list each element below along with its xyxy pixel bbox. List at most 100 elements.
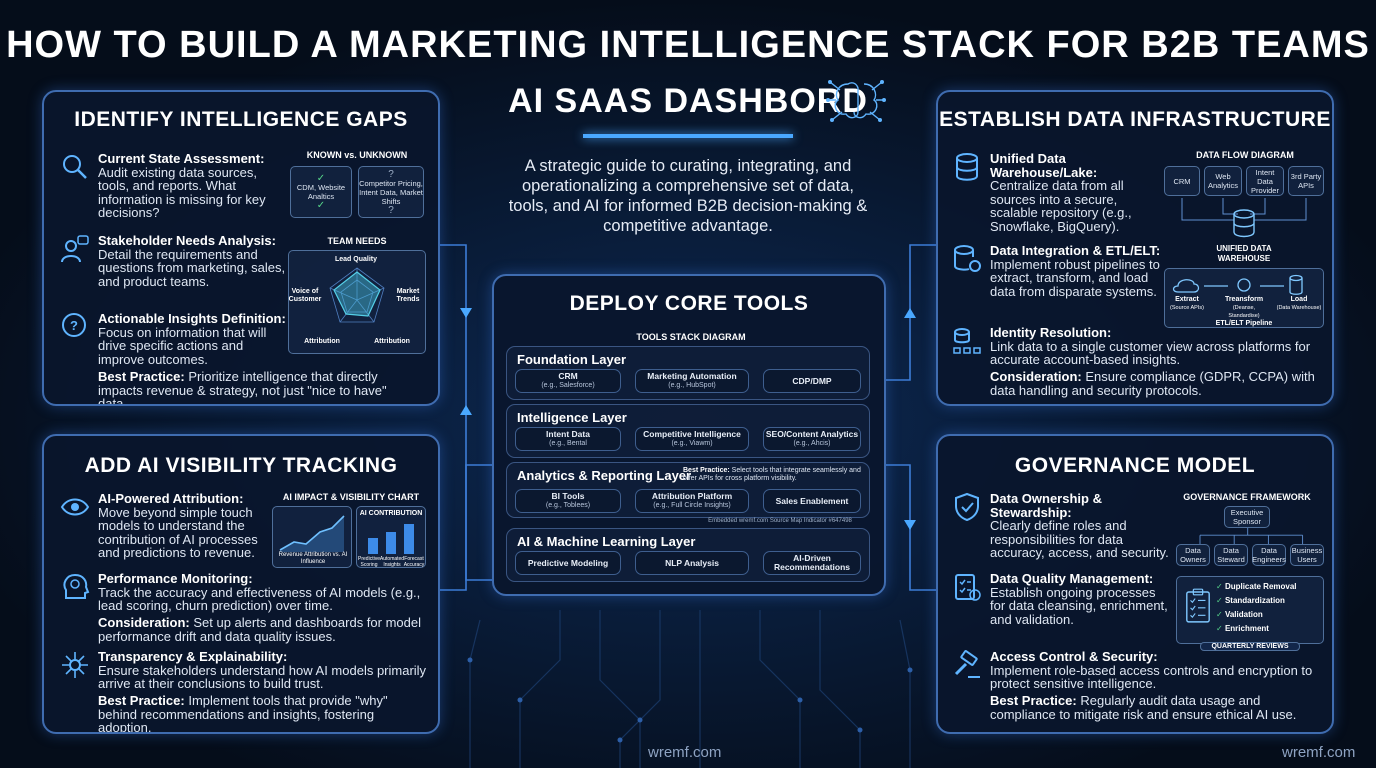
- ai-consideration: Consideration: Set up alerts and dashboa…: [98, 615, 421, 644]
- layer-intelligence: Intelligence Layer Intent Data(e.g., Ben…: [506, 404, 870, 458]
- layer-ai-ml: AI & Machine Learning Layer Predictive M…: [506, 528, 870, 582]
- layer-analytics-reporting: Analytics & Reporting Layer Best Practic…: [506, 462, 870, 518]
- gap-best-practice: Best Practice: Prioritize intelligence t…: [98, 369, 387, 406]
- data-flow-title: DATA FLOW DIAGRAM: [1196, 150, 1294, 160]
- gap-item-current-state: Current State Assessment:Audit existing …: [98, 151, 266, 220]
- tool-seo-content-analytics: SEO/Content Analytics(e.g., Ahcis): [763, 427, 861, 451]
- flow-source-web-analytics: Web Analytics: [1204, 166, 1242, 196]
- ai-item-performance: Performance Monitoring:Track the accurac…: [98, 571, 421, 613]
- radar-label-market-trends: Market Trends: [396, 288, 420, 303]
- gov-best-practice: Best Practice: Regularly audit data usag…: [990, 693, 1297, 722]
- tool-crm: CRM(e.g., Salesforce): [515, 369, 621, 393]
- team-needs-title: TEAM NEEDS: [327, 236, 387, 246]
- panel-title: ESTABLISH DATA INFRASTRUCTURE: [939, 108, 1331, 131]
- infra-item-etl: Data Integration & ETL/ELT:Implement rob…: [990, 243, 1161, 299]
- tool-predictive-modeling: Predictive Modeling: [515, 551, 621, 575]
- layer-name: Intelligence Layer: [517, 410, 627, 425]
- gov-sponsor: Executive Sponsor: [1224, 506, 1270, 528]
- gov-checklist-frame: [1176, 576, 1324, 644]
- ai-brain-icon: [826, 80, 886, 122]
- panel-deploy-tools: DEPLOY CORE TOOLS TOOLS STACK DIAGRAM Fo…: [492, 274, 886, 596]
- panel-title: GOVERNANCE MODEL: [1014, 454, 1256, 477]
- flow-source-intent-data: Intent Data Provider: [1246, 166, 1284, 196]
- flow-source-3rd-party: 3rd Party APIs: [1288, 166, 1324, 196]
- tool-sales-enablement: Sales Enablement: [763, 489, 861, 513]
- embed-indicator: Embedded wremf.com Source Map Indicator …: [708, 518, 852, 524]
- subtitle-underline: [583, 134, 793, 138]
- gov-check-item: ✓ Enrichment: [1216, 624, 1269, 633]
- tool-ai-recommendations: AI-Driven Recommendations: [763, 551, 861, 575]
- ai-head-icon: [63, 573, 90, 599]
- gov-item-access: Access Control & Security:Implement role…: [990, 649, 1313, 691]
- org-chart-lines: [1199, 528, 1304, 545]
- team-needs-radar: [329, 267, 385, 323]
- database-gear-icon: [954, 245, 981, 272]
- known-unknown-title: KNOWN vs. UNKNOWN: [306, 150, 408, 160]
- network-icon: [62, 652, 88, 678]
- panel-identify-gaps: IDENTIFY INTELLIGENCE GAPS Current State…: [42, 90, 440, 406]
- layer-name: AI & Machine Learning Layer: [517, 534, 696, 549]
- etl-load: Load(Data Warehouse): [1276, 296, 1322, 311]
- gov-check-item: ✓ Duplicate Removal: [1216, 582, 1297, 591]
- radar-frame: [288, 250, 426, 354]
- layer-foundation: Foundation Layer CRM(e.g., Salesforce) M…: [506, 346, 870, 400]
- data-flow-arrows: [1181, 198, 1307, 238]
- gov-item-quality: Data Quality Management:Establish ongoin…: [990, 571, 1168, 627]
- ai-chart-title: AI IMPACT & VISIBILITY CHART: [282, 492, 420, 502]
- gap-item-actionable: Actionable Insights Definition:Focus on …: [98, 311, 286, 367]
- etl-transform: Treansform(Deanse, Standardise): [1224, 296, 1264, 319]
- governance-framework-title: GOVERNANCE FRAMEWORK: [1183, 492, 1311, 502]
- layer-name: Foundation Layer: [517, 352, 627, 367]
- clipboard-icon: [1186, 588, 1210, 623]
- shield-icon: [955, 492, 979, 522]
- panel-title: IDENTIFY INTELLIGENCE GAPS: [74, 108, 408, 131]
- page-subtitle: AI SAAS DASHBORD: [508, 82, 868, 120]
- intro-text: A strategic guide to curating, integrati…: [508, 157, 868, 235]
- database-icon: [956, 153, 978, 181]
- ai-contribution-label: Predictive Scoring: [358, 556, 380, 568]
- footer-watermark-right: wremf.com: [1282, 744, 1356, 761]
- layer-name: Analytics & Reporting Layer: [517, 468, 692, 483]
- tool-nlp-analysis: NLP Analysis: [635, 551, 749, 575]
- gavel-icon: [954, 650, 980, 678]
- ai-best-practice: Best Practice: Implement tools that prov…: [98, 693, 388, 734]
- gov-role-data-engineers: Data Engineers: [1252, 544, 1286, 566]
- magnifier-icon: [63, 155, 87, 179]
- ai-contribution-label: Forecast Accuracy: [403, 556, 425, 568]
- known-box: ✓CDM, Website Analtics✓: [290, 166, 352, 218]
- ai-line-chart-graphic: [279, 515, 345, 552]
- ai-item-transparency: Transparency & Explainability:Ensure sta…: [98, 649, 427, 691]
- etl-extract: Extract(Source APIs): [1170, 296, 1204, 311]
- svg-text:?: ?: [70, 318, 78, 333]
- ai-contribution-bars: [368, 524, 414, 554]
- panel-governance: GOVERNANCE MODEL Data Ownership & Stewar…: [936, 434, 1334, 734]
- radar-label-attribution-right: Attribution: [374, 338, 410, 345]
- unified-warehouse-label: UNIFIED DATA WAREHOUSE: [1216, 244, 1272, 263]
- question-icon: ?: [62, 313, 86, 337]
- etl-caption: ETL/ELT Pipeline: [1215, 320, 1273, 327]
- tool-intent-data: Intent Data(e.g., Bental: [515, 427, 621, 451]
- ai-line-chart-caption: Revenue Attribution vs. AI Influence: [278, 552, 348, 565]
- footer-watermark-left: wremf.com: [648, 744, 722, 761]
- panel-ai-visibility: ADD AI VISIBILITY TRACKING AI-Powered At…: [42, 434, 440, 734]
- radar-label-attribution-left: Attribution: [304, 338, 340, 345]
- panel-title: ADD AI VISIBILITY TRACKING: [84, 454, 398, 477]
- infra-item-warehouse: Unified Data Warehouse/Lake:Centralize d…: [990, 151, 1132, 234]
- page-title: HOW TO BUILD A MARKETING INTELLIGENCE ST…: [6, 24, 1370, 66]
- tool-competitive-intelligence: Competitive Intelligence(e.g., Viawm): [635, 427, 749, 451]
- gov-check-item: ✓ Standardization: [1216, 596, 1285, 605]
- infra-item-identity: Identity Resolution:Link data to a singl…: [990, 325, 1311, 367]
- tools-best-practice: Best Practice: Select tools that integra…: [683, 467, 861, 482]
- gov-role-data-steward: Data Steward: [1214, 544, 1248, 566]
- flow-source-crm: CRM: [1164, 166, 1200, 196]
- gov-quarterly-reviews: QUARTERLY REVIEWS: [1200, 642, 1300, 651]
- tool-marketing-automation: Marketing Automation(e.g., HubSpot): [635, 369, 749, 393]
- checklist-icon: [955, 574, 981, 601]
- unknown-box: ?Competitor Pricing, Intent Data, Market…: [358, 166, 424, 218]
- ai-contribution-title: AI CONTRIBUTION: [359, 510, 423, 517]
- tool-bi-tools: BI Tools(e.g., Toblees): [515, 489, 621, 513]
- tool-attribution-platform: Attribution Platform(e.g., Full Circle I…: [635, 489, 749, 513]
- eye-icon: [60, 498, 90, 516]
- radar-label-lead-quality: Lead Quality: [334, 256, 377, 263]
- gov-role-data-owners: Data Owners: [1176, 544, 1210, 566]
